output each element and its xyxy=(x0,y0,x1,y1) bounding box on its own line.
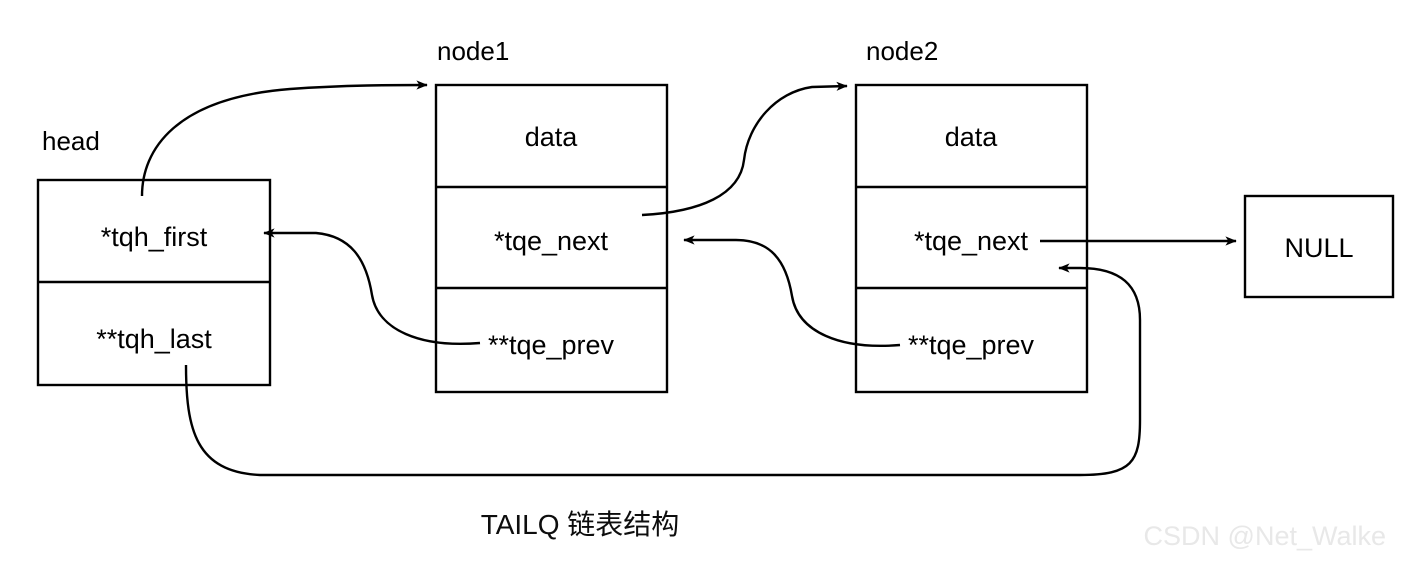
diagram-caption: TAILQ 链表结构 xyxy=(481,509,680,540)
watermark: CSDN @Net_Walke xyxy=(1144,521,1386,551)
node1-struct: node1 data *tqe_next **tqe_prev xyxy=(434,36,669,394)
edge-head-first-to-node1 xyxy=(140,80,428,197)
edge-node1-next-to-node2 xyxy=(641,81,848,217)
head-field-tqh-last: **tqh_last xyxy=(96,324,212,354)
node2-field-data: data xyxy=(945,122,999,152)
head-struct: head *tqh_first **tqh_last xyxy=(36,126,272,387)
node2-box xyxy=(854,83,1089,394)
node1-label: node1 xyxy=(437,36,509,66)
node2-field-tqe-prev: **tqe_prev xyxy=(908,330,1035,360)
edge-node1-prev-to-head xyxy=(263,228,481,345)
node2-field-tqe-next: *tqe_next xyxy=(914,226,1029,256)
null-label: NULL xyxy=(1284,233,1353,263)
node2-struct: node2 data *tqe_next **tqe_prev xyxy=(854,36,1089,394)
node1-field-data: data xyxy=(525,122,579,152)
edge-head-last-to-node2 xyxy=(184,263,1142,477)
node1-box xyxy=(434,83,669,394)
null-struct: NULL xyxy=(1243,194,1395,299)
node1-field-tqe-next: *tqe_next xyxy=(494,226,609,256)
node2-label: node2 xyxy=(866,36,938,66)
null-box xyxy=(1243,194,1395,299)
edge-node2-prev-to-node1 xyxy=(683,235,901,347)
node1-field-tqe-prev: **tqe_prev xyxy=(488,330,615,360)
head-label: head xyxy=(42,126,100,156)
head-field-tqh-first: *tqh_first xyxy=(101,222,208,252)
